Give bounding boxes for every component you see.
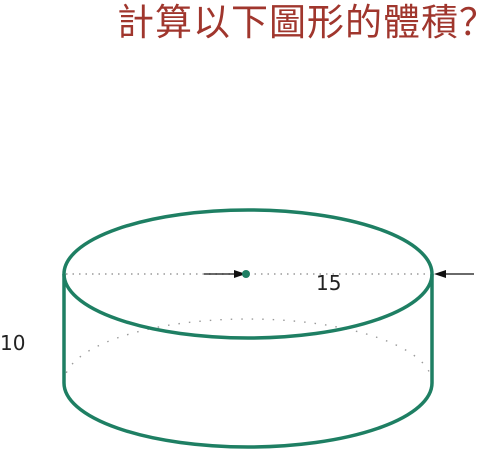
base-back-dotted-edge [63, 318, 433, 384]
question-title: 計算以下圖形的體積？ [117, 1, 497, 44]
radius-label: 15 [316, 271, 341, 295]
height-label: 10 [0, 331, 25, 355]
base-front-edge [62, 382, 434, 449]
center-point [242, 270, 250, 278]
center-arrowhead [234, 270, 246, 278]
top-face-ellipse [62, 208, 434, 340]
rim-arrowhead [434, 270, 446, 278]
